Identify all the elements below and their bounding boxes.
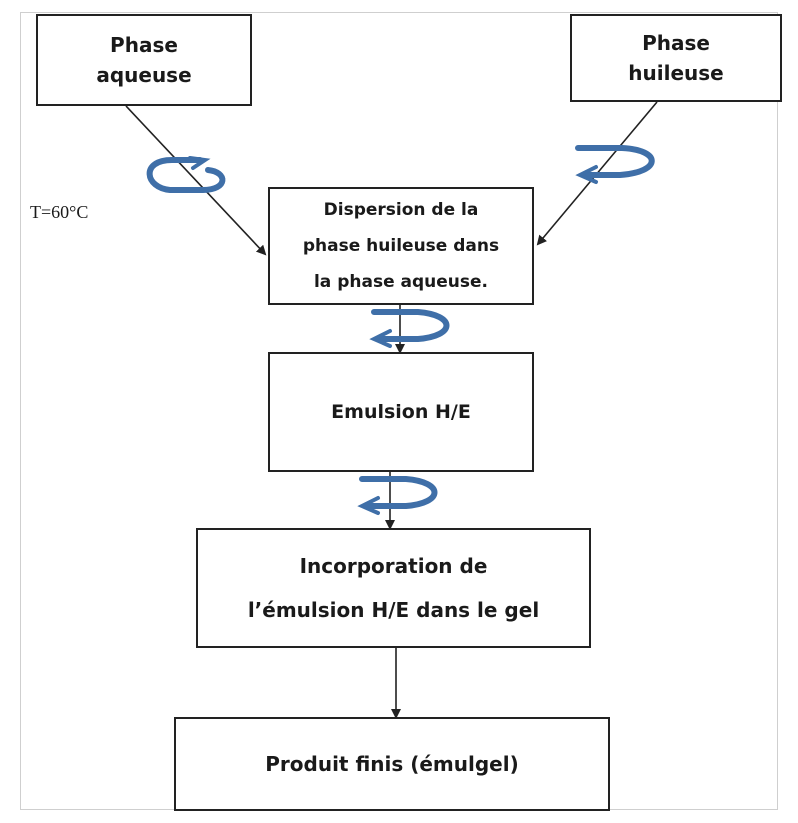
aqueous-phase-label-line1: Phase xyxy=(110,33,178,57)
temperature-label: T=60°C xyxy=(30,202,89,222)
dispersion-label-line2: phase huileuse dans xyxy=(302,236,500,256)
incorporation-label-line2: l’émulsion H/E dans le gel xyxy=(247,598,540,622)
stirring-arrow-icon-emulsion xyxy=(357,476,438,515)
incorporation-label-line1: Incorporation de xyxy=(299,554,488,578)
oily-phase-label-line1: Phase xyxy=(642,31,710,55)
dispersion-label-line3: la phase aqueuse. xyxy=(313,272,488,292)
connector-aqueous-to-dispersion xyxy=(125,105,267,256)
aqueous-phase-label-line2: aqueuse xyxy=(96,63,192,87)
dispersion-label-line1: Dispersion de la xyxy=(323,200,479,220)
incorporation-step-box: Incorporation de l’émulsion H/E dans le … xyxy=(196,528,591,648)
oily-phase-label-line2: huileuse xyxy=(628,61,724,85)
aqueous-phase-box: Phase aqueuse xyxy=(36,14,252,106)
oily-phase-box: Phase huileuse xyxy=(570,14,782,102)
stirring-arrow-icon-aqueous xyxy=(146,156,226,193)
stirring-arrow-icon-dispersion xyxy=(369,309,450,348)
dispersion-step-box: Dispersion de la phase huileuse dans la … xyxy=(268,187,534,305)
emulsion-label: Emulsion H/E xyxy=(331,401,471,423)
stirring-arrow-icon-oily xyxy=(575,145,655,184)
final-product-label: Produit finis (émulgel) xyxy=(265,752,519,776)
final-product-box: Produit finis (émulgel) xyxy=(174,717,610,811)
emulsion-step-box: Emulsion H/E xyxy=(268,352,534,472)
